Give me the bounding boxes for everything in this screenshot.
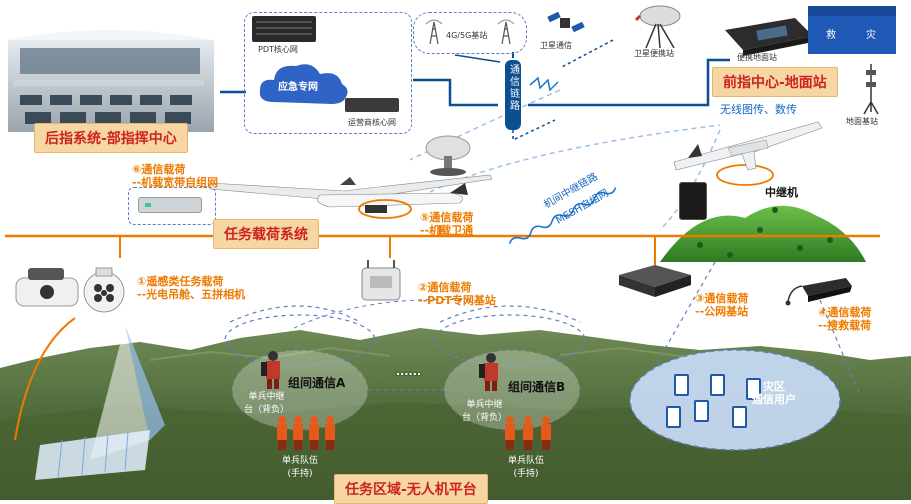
pdt-base-station-icon: [361, 260, 401, 301]
satellite-station-label: 卫星便携站: [634, 49, 674, 58]
relay-a-label: 单兵中继 台（背负）: [244, 392, 290, 415]
phone-icon: [746, 378, 761, 400]
phone-icon: [710, 374, 725, 396]
phone-icon: [674, 374, 689, 396]
phone-icons: [662, 370, 782, 430]
public-base-station-icon: [619, 265, 691, 297]
team-a-icon: [277, 416, 335, 450]
payload2-label: ②通信载荷 --PDT专网基站: [418, 281, 496, 307]
team-b-icon: [505, 416, 551, 450]
ground-station-icon: [725, 18, 813, 56]
comm-link-label: 通信链路: [505, 60, 521, 130]
operator-server-icon: [345, 98, 399, 112]
relay-uav-icon: [673, 121, 823, 171]
relay-aircraft-label: 中继机: [765, 186, 798, 199]
payload4-label: ④通信载荷 --搜救载荷: [818, 306, 872, 332]
rescue-device-icon: [785, 278, 852, 306]
ground-base-mast-icon: [863, 64, 879, 115]
cloud-icon: [259, 64, 348, 104]
payload6-label: ⑥通信载荷 --机载宽带自组网: [132, 163, 219, 189]
relay-radio-icon: [679, 182, 707, 220]
team-b-label: 单兵队伍 (手持): [508, 456, 545, 479]
front-station-sub-label: 便携地面站: [737, 53, 777, 62]
payload5-label: ⑤通信载荷 --机载卫通: [420, 211, 474, 237]
phone-icon: [694, 400, 709, 422]
phone-icon: [666, 406, 681, 428]
soldier-b-icon: [479, 353, 498, 391]
disaster-users-label: 灾区 通信用户: [752, 380, 796, 406]
satellite-comm-label: 卫星通信: [540, 41, 572, 50]
satellite-icon: [547, 11, 585, 33]
operator-core-label: 运营商核心网: [348, 118, 396, 127]
mesh-device-box: [128, 187, 216, 225]
soldier-a-icon: [261, 351, 280, 389]
satellite-dish-icon: [634, 5, 681, 49]
base-station-box: [413, 12, 527, 54]
pdt-server-icon: [252, 16, 316, 42]
phone-icon: [732, 406, 747, 428]
base-station-label: 4G/5G基站: [446, 31, 488, 40]
group-b-label: 组间通信B: [508, 380, 566, 394]
uav-icon: [209, 174, 493, 213]
tent-label-2: 灾: [866, 30, 876, 41]
mission-payload-title: 任务载荷系统: [213, 219, 319, 249]
front-command-title: 前指中心-地面站: [712, 67, 838, 97]
emergency-net-label: 应急专网: [278, 82, 318, 93]
tower-icon: [425, 19, 515, 45]
eo-pod-icon: [15, 267, 125, 313]
tent-icon: 救 灾: [808, 6, 896, 54]
onboard-satcom-icon: [425, 135, 471, 176]
tent-label-1: 救: [826, 30, 836, 41]
ellipsis-label: ......: [396, 365, 422, 378]
pdt-core-label: PDT核心网: [258, 45, 298, 54]
payload3-label: ③通信载荷 --公网基站: [695, 292, 749, 318]
team-a-label: 单兵队伍 (手持): [282, 456, 319, 479]
ground-base-label: 地面基站: [846, 117, 878, 126]
core-network-box: [244, 12, 412, 134]
satcom-pod-marker: [358, 199, 412, 219]
mesh-router-icon: [138, 197, 202, 213]
rear-command-title: 后指系统-部指挥中心: [34, 123, 188, 153]
wireless-transfer-label: 无线图传、数传: [720, 103, 797, 116]
group-a-label: 组间通信A: [288, 376, 346, 390]
payload1-label: ①遥感类任务载荷 --光电吊舱、五拼相机: [137, 275, 246, 301]
mission-area-title: 任务区域-无人机平台: [334, 474, 488, 504]
relay-b-label: 单兵中继 台（背负）: [462, 400, 508, 423]
